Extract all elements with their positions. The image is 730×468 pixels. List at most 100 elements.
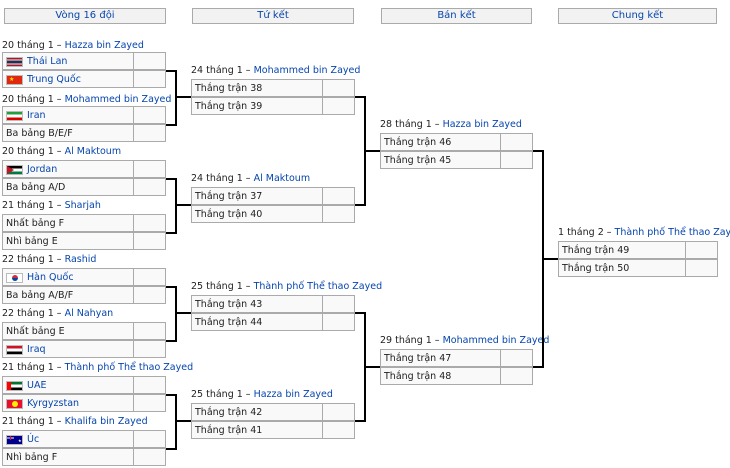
team-slot: Nhất bảng E [2, 322, 166, 340]
header-semifinals[interactable]: Bán kết [381, 8, 532, 24]
match-title: 24 tháng 1 – Mohammed bin Zayed [191, 65, 360, 77]
team-name[interactable]: Úc [27, 434, 40, 445]
team-name[interactable]: Hàn Quốc [27, 272, 74, 283]
venue-link[interactable]: Mohammed bin Zayed [253, 65, 361, 76]
connector-line [364, 366, 380, 368]
venue-link[interactable]: Thành phố Thể thao Zayed [614, 227, 730, 238]
team-slot: Nhì bảng F [2, 448, 166, 466]
match-title: 22 tháng 1 – Rashid [2, 254, 96, 266]
team-name: Thắng trận 50 [562, 263, 630, 274]
team-name: Thắng trận 40 [195, 209, 263, 220]
header-quarterfinals[interactable]: Tứ kết [192, 8, 354, 24]
connector-line [166, 394, 177, 396]
connector-line [355, 96, 366, 98]
header-final[interactable]: Chung kết [558, 8, 717, 24]
score-cell [322, 421, 354, 439]
team-name: Thắng trận 46 [384, 137, 452, 148]
team-name[interactable]: Iran [27, 110, 46, 121]
connector-line [533, 366, 544, 368]
match-title: 21 tháng 1 – Khalifa bin Zayed [2, 416, 148, 428]
team-name: Thắng trận 42 [195, 407, 263, 418]
score-cell [133, 124, 165, 142]
match-date: 25 tháng 1 – [191, 281, 254, 292]
team-name: Thắng trận 49 [562, 245, 630, 256]
team-slot: Ba bảng B/E/F [2, 124, 166, 142]
venue-link[interactable]: Hazza bin Zayed [64, 40, 144, 51]
connector-line [175, 96, 191, 98]
team-name: Nhất bảng E [6, 326, 65, 337]
venue-link[interactable]: Thành phố Thể thao Zayed [253, 281, 383, 292]
venue-link[interactable]: Al Maktoum [64, 146, 122, 157]
team-name[interactable]: Thái Lan [27, 56, 68, 67]
team-name[interactable]: Iraq [27, 344, 46, 355]
australia-flag-icon: ★ [6, 435, 23, 445]
venue-link[interactable]: Al Maktoum [253, 173, 311, 184]
match-date: 21 tháng 1 – [2, 416, 65, 427]
team-slot: Thái Lan [2, 52, 166, 70]
venue-link[interactable]: Hazza bin Zayed [442, 119, 522, 130]
team-name[interactable]: UAE [27, 380, 47, 391]
connector-line [542, 258, 558, 260]
match-date: 24 tháng 1 – [191, 173, 254, 184]
match-date: 20 tháng 1 – [2, 40, 65, 51]
team-name: Nhất bảng F [6, 218, 65, 229]
venue-link[interactable]: Khalifa bin Zayed [64, 416, 148, 427]
connector-line [355, 204, 366, 206]
match-date: 28 tháng 1 – [380, 119, 443, 130]
score-cell [500, 133, 532, 151]
venue-link[interactable]: Mohammed bin Zayed [64, 94, 172, 105]
venue-link[interactable]: Sharjah [64, 200, 101, 211]
match-title: 21 tháng 1 – Thành phố Thể thao Zayed [2, 362, 193, 374]
team-slot: Jordan [2, 160, 166, 178]
team-slot: ★ Trung Quốc [2, 70, 166, 88]
score-cell [322, 403, 354, 421]
score-cell [133, 52, 165, 70]
connector-line [166, 448, 177, 450]
match-title: 29 tháng 1 – Mohammed bin Zayed [380, 335, 549, 347]
score-cell [133, 106, 165, 124]
team-name[interactable]: Trung Quốc [27, 74, 81, 85]
venue-link[interactable]: Hazza bin Zayed [253, 389, 333, 400]
match-date: 21 tháng 1 – [2, 200, 65, 211]
venue-link[interactable]: Thành phố Thể thao Zayed [64, 362, 194, 373]
match-title: 20 tháng 1 – Mohammed bin Zayed [2, 94, 171, 106]
team-name[interactable]: Kyrgyzstan [27, 398, 80, 409]
match-title: 20 tháng 1 – Hazza bin Zayed [2, 40, 144, 52]
score-cell [133, 376, 165, 394]
team-name[interactable]: Jordan [27, 164, 58, 175]
score-cell [133, 340, 165, 358]
header-round-of-16[interactable]: Vòng 16 đội [4, 8, 166, 24]
score-cell [322, 97, 354, 115]
match-title: 24 tháng 1 – Al Maktoum [191, 173, 310, 185]
team-slot: Hàn Quốc [2, 268, 166, 286]
venue-link[interactable]: Rashid [64, 254, 97, 265]
score-cell [133, 268, 165, 286]
match-title: 25 tháng 1 – Thành phố Thể thao Zayed [191, 281, 382, 293]
score-cell [500, 151, 532, 169]
match-date: 20 tháng 1 – [2, 146, 65, 157]
team-slot: Thắng trận 40 [191, 205, 355, 223]
thailand-flag-icon [6, 57, 23, 67]
connector-line [533, 150, 544, 152]
match-date: 21 tháng 1 – [2, 362, 65, 373]
team-slot: Thắng trận 37 [191, 187, 355, 205]
team-slot: Thắng trận 43 [191, 295, 355, 313]
uae-flag-icon [6, 381, 23, 391]
connector-line [166, 70, 177, 72]
team-name: Ba bảng A/D [6, 182, 66, 193]
iran-flag-icon [6, 111, 23, 121]
venue-link[interactable]: Mohammed bin Zayed [442, 335, 550, 346]
connector-line [355, 312, 366, 314]
score-cell [322, 295, 354, 313]
venue-link[interactable]: Al Nahyan [64, 308, 114, 319]
match-date: 20 tháng 1 – [2, 94, 65, 105]
match-date: 1 tháng 2 – [558, 227, 615, 238]
team-slot: Ba bảng A/B/F [2, 286, 166, 304]
team-slot: Nhất bảng F [2, 214, 166, 232]
team-slot: Thắng trận 44 [191, 313, 355, 331]
team-slot: UAE [2, 376, 166, 394]
score-cell [133, 214, 165, 232]
iraq-flag-icon [6, 345, 23, 355]
connector-line [175, 394, 177, 450]
team-slot: Iraq [2, 340, 166, 358]
